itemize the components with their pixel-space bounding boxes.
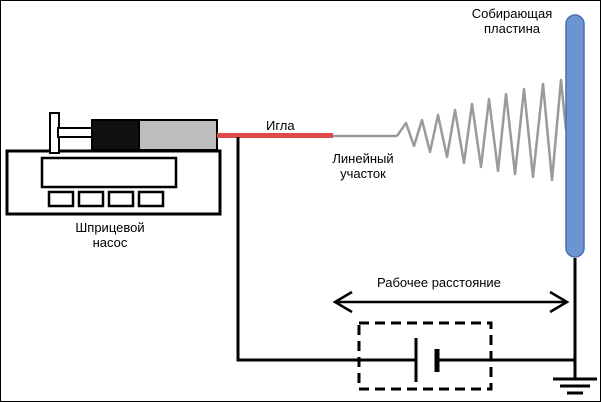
needle-label: Игла [266,118,295,133]
pump-button-3 [107,190,135,208]
double-arrow-icon [332,290,570,314]
syringe-barrel [138,119,218,151]
syringe-pump [5,149,222,216]
linear-section-label-line2: участок [340,166,386,181]
collector-label: Собирающая пластина [462,6,562,36]
collector-label-line2: пластина [484,21,540,36]
syringe [49,112,218,154]
collector-plate [565,14,585,258]
polymer-jet [333,78,568,182]
pump-label-line1: Шприцевой [75,220,145,235]
collector-label-line1: Собирающая [471,6,553,21]
pump-button-1 [47,190,75,208]
linear-section-label: Линейный участок [318,151,408,181]
syringe-plunger-rod [57,127,95,138]
linear-section-label-line1: Линейный [332,151,394,166]
pump-label: Шприцевой насос [60,220,160,250]
wiring [236,137,577,378]
battery-icon [357,321,493,391]
pump-button-4 [137,190,165,208]
power-supply-box [357,321,493,391]
working-distance-label: Рабочее расстояние [377,275,501,290]
syringe-plunger [91,119,140,151]
needle [217,133,333,138]
pump-label-line2: насос [92,235,128,250]
wire-needle-to-supply [236,137,416,362]
jet-whipping-section [395,78,568,182]
pump-button-2 [77,190,105,208]
ground-icon [553,377,597,395]
pump-display [40,156,178,189]
